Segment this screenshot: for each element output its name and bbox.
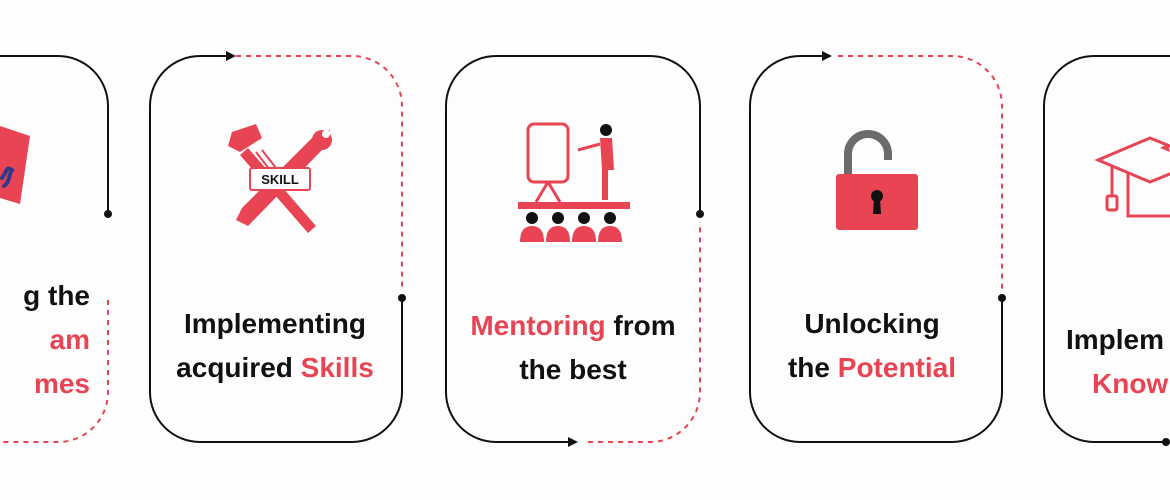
connector-dashed — [588, 222, 701, 443]
pencil-paper-icon — [0, 126, 30, 204]
connector-dashed — [0, 300, 109, 443]
arrowhead — [226, 51, 236, 61]
step-3-label: Mentoring from the best — [470, 310, 676, 385]
junction-dot — [104, 210, 112, 218]
step-5-label: Implem Know — [1066, 324, 1169, 399]
step-2-label: Implementing acquired Skills — [176, 308, 374, 383]
arrowhead — [568, 437, 578, 447]
junction-dot — [1162, 438, 1170, 446]
connector-solid — [445, 55, 701, 443]
arrowhead — [822, 51, 832, 61]
step-1-label: g the am mes — [23, 280, 90, 399]
junction-dot — [398, 294, 406, 302]
skill-tools-icon: SKILL — [228, 124, 332, 233]
connector-solid — [1043, 55, 1170, 443]
skill-badge-text: SKILL — [261, 172, 299, 187]
unlocked-padlock-icon — [836, 130, 918, 230]
presentation-mentor-icon — [518, 122, 630, 242]
connector-solid — [749, 55, 1003, 443]
junction-dot — [696, 210, 704, 218]
connector-dashed — [838, 55, 1003, 290]
junction-dot — [998, 294, 1006, 302]
connector-dashed — [236, 55, 403, 290]
connector-solid — [149, 55, 403, 443]
graduation-cap-icon — [1094, 136, 1170, 218]
step-4-label: Unlocking the Potential — [787, 308, 956, 383]
connector-solid — [0, 55, 109, 214]
